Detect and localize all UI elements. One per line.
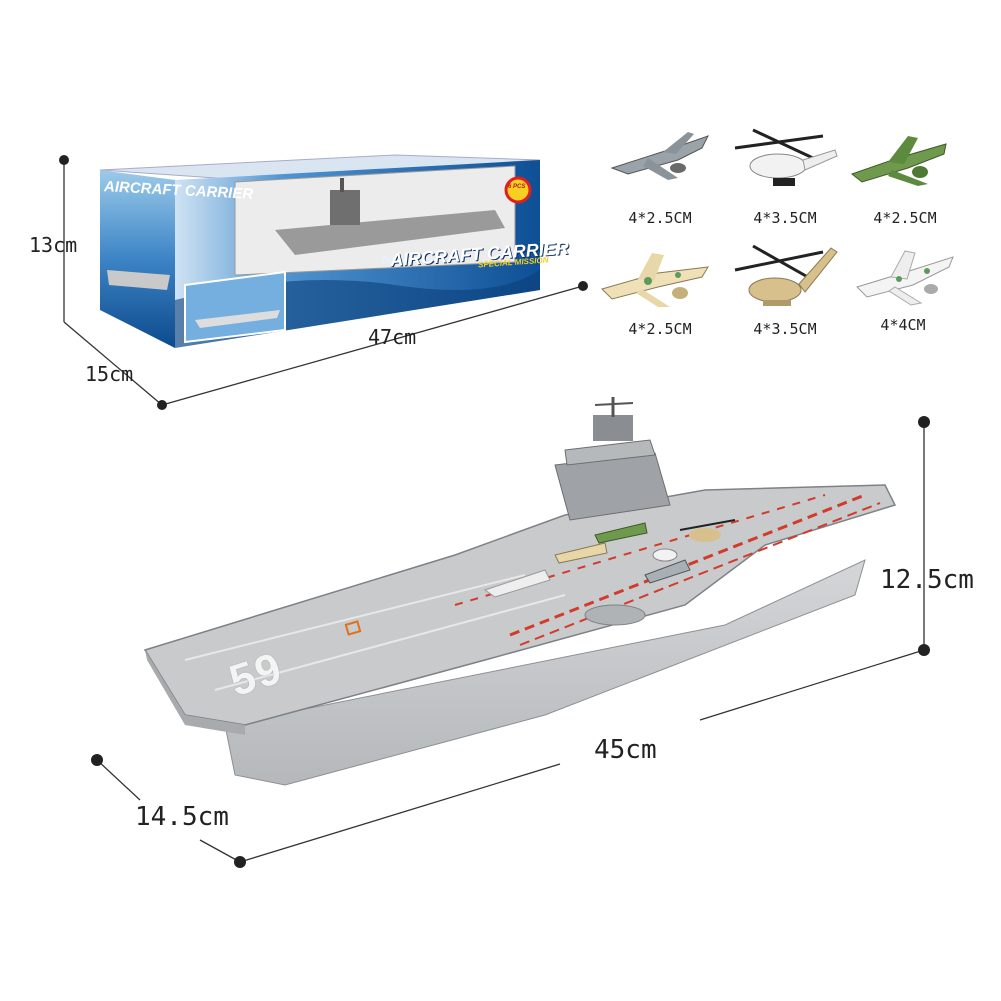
plane-size-label: 4*2.5CM — [873, 209, 937, 227]
fighter-jet-grey-icon — [610, 132, 709, 180]
fighter-jet-tan-icon — [601, 253, 709, 307]
helicopter-white-icon — [734, 128, 838, 186]
fighter-jet-white-icon — [856, 250, 954, 306]
box-height-label: 13cm — [29, 233, 78, 257]
product-box-image — [99, 154, 541, 348]
box-badge-label: 6 PCS — [508, 184, 526, 190]
plane-size-label: 4*2.5CM — [628, 320, 692, 338]
plane-size-label: 4*3.5CM — [753, 209, 817, 227]
plane-size-label: 4*4CM — [880, 316, 926, 334]
aircraft-carrier-model-image — [143, 397, 897, 786]
box-length-label: 47cm — [368, 325, 417, 349]
ship-length-label: 45cm — [594, 735, 657, 765]
box-depth-label: 15cm — [85, 362, 134, 386]
plane-size-label: 4*2.5CM — [628, 209, 692, 227]
fighter-jet-green-icon — [850, 136, 947, 186]
ship-height-label: 12.5cm — [880, 565, 974, 595]
plane-size-label: 4*3.5CM — [753, 320, 817, 338]
ship-depth-label: 14.5cm — [135, 802, 229, 832]
helicopter-tan-icon — [734, 244, 838, 306]
